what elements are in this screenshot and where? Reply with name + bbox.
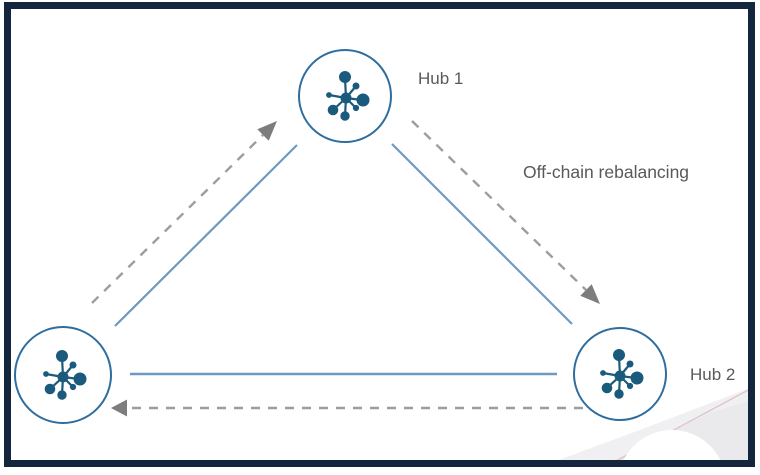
hub-1-label: Hub 1 (418, 69, 464, 88)
hub-2-label: Hub 2 (690, 365, 736, 384)
arrowhead-down-right (580, 284, 600, 304)
node-hub-left (14, 326, 112, 424)
decoration-circle (623, 430, 721, 460)
arrowhead-left (111, 399, 127, 417)
arrowhead-up-right (257, 121, 277, 141)
corner-decoration (558, 388, 748, 460)
rebalancing-arrow-left (91, 134, 264, 304)
node-hub-2 (573, 327, 667, 421)
channel-line-right (391, 143, 573, 325)
channel-line-left (114, 144, 298, 327)
rebalancing-arrow-right (411, 120, 587, 291)
off-chain-rebalancing-label: Off-chain rebalancing (523, 162, 690, 182)
node-hub-1 (298, 49, 392, 143)
